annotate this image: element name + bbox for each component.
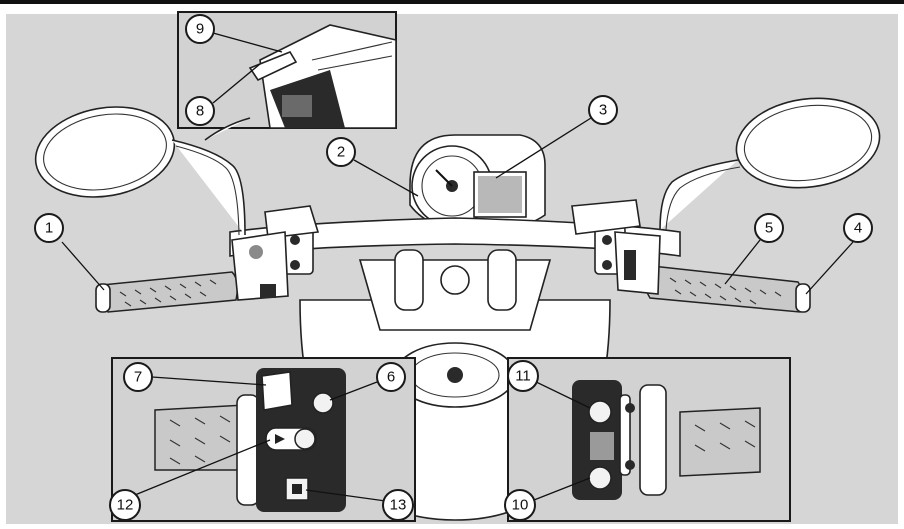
callout-label: 3	[599, 102, 607, 119]
callout-1: 1	[34, 213, 64, 243]
callout-label: 13	[390, 497, 407, 514]
callout-label: 11	[515, 368, 531, 385]
callout-label: 4	[854, 220, 862, 237]
callout-2: 2	[326, 137, 356, 167]
callout-label: 7	[134, 369, 142, 386]
callout-11: 11	[507, 360, 539, 392]
callout-label: 12	[117, 497, 134, 514]
callout-label: 8	[196, 103, 204, 120]
callout-5: 5	[754, 213, 784, 243]
callout-13: 13	[382, 489, 414, 521]
callout-label: 9	[196, 21, 204, 38]
instrument-cluster	[409, 134, 546, 233]
callout-label: 6	[387, 369, 395, 386]
inset-left-switch	[111, 357, 416, 522]
leader-lines	[61, 32, 854, 503]
callout-4: 4	[843, 213, 873, 243]
right-grip	[614, 231, 811, 313]
callout-8: 8	[185, 96, 215, 126]
callout-label: 2	[337, 144, 345, 161]
callout-3: 3	[588, 95, 618, 125]
callout-10: 10	[504, 489, 536, 521]
top-rule	[0, 0, 904, 4]
callout-label: 1	[45, 220, 53, 237]
left-mirror	[34, 106, 246, 236]
callout-label: 10	[512, 497, 529, 514]
inset-right-switch	[507, 357, 791, 522]
callout-label: 5	[765, 220, 773, 237]
callout-9: 9	[185, 14, 215, 44]
callout-12: 12	[109, 489, 141, 521]
callout-6: 6	[376, 362, 406, 392]
callout-7: 7	[123, 362, 153, 392]
left-grip	[95, 231, 289, 313]
right-mirror	[659, 97, 881, 231]
